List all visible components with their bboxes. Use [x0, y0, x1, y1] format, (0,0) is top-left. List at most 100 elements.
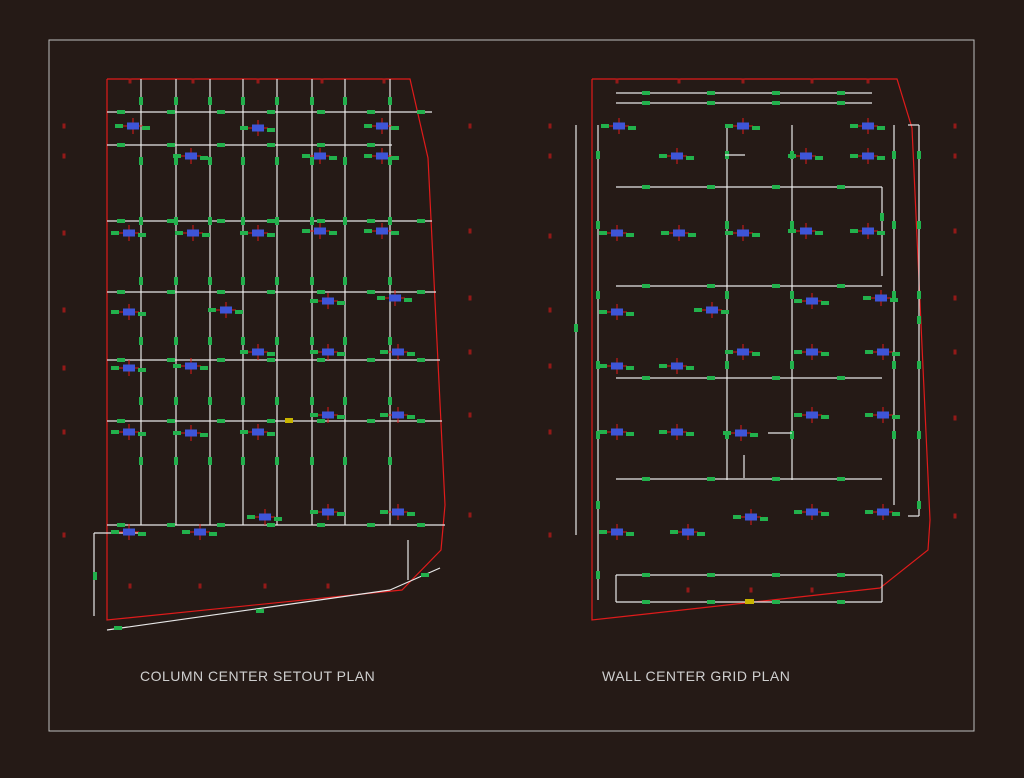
dimension-tag: [182, 530, 190, 534]
column-marker: [671, 428, 683, 436]
column-marker: [611, 428, 623, 436]
dimension-tag: [217, 110, 225, 114]
column-center-setout-plan: [62, 78, 472, 631]
column-marker: [314, 152, 326, 160]
dimension-tag: [837, 101, 845, 105]
dimension-tag: [139, 217, 143, 225]
dimension-tag: [725, 124, 733, 128]
dimension-tag: [138, 368, 146, 372]
grid-axis-marker: [953, 228, 957, 234]
dimension-tag: [275, 397, 279, 405]
dimension-tag: [391, 231, 399, 235]
dimension-tag: [707, 477, 715, 481]
grid-axis-marker: [62, 123, 66, 129]
dimension-tag: [707, 101, 715, 105]
dimension-tag: [752, 352, 760, 356]
dimension-tag: [388, 277, 392, 285]
dimension-tag: [364, 124, 372, 128]
highlight-tag: [745, 599, 754, 604]
grid-axis-marker: [548, 123, 552, 129]
dimension-tag: [596, 291, 600, 299]
dimension-tag: [174, 97, 178, 105]
column-marker: [187, 229, 199, 237]
grid-axis-marker: [749, 587, 753, 593]
dimension-tag: [892, 221, 896, 229]
dimension-tag: [388, 157, 392, 165]
dimension-tag: [174, 277, 178, 285]
dimension-tag: [343, 217, 347, 225]
dimension-tag: [208, 397, 212, 405]
grid-axis-marker: [468, 412, 472, 418]
dimension-tag: [686, 432, 694, 436]
dimension-tag: [917, 361, 921, 369]
dimension-tag: [815, 231, 823, 235]
dimension-tag: [209, 532, 217, 536]
dimension-tag: [337, 512, 345, 516]
dimension-tag: [707, 376, 715, 380]
dimension-tag: [707, 600, 715, 604]
column-marker: [737, 122, 749, 130]
dimension-tag: [626, 432, 634, 436]
column-marker: [252, 428, 264, 436]
dimension-tag: [388, 337, 392, 345]
dimension-tag: [267, 352, 275, 356]
grid-axis-marker: [953, 415, 957, 421]
dimension-tag: [626, 366, 634, 370]
dimension-tag: [596, 221, 600, 229]
column-marker: [185, 362, 197, 370]
dimension-tag: [917, 501, 921, 509]
dimension-tag: [626, 312, 634, 316]
column-marker: [611, 229, 623, 237]
dimension-tag: [275, 457, 279, 465]
dimension-tag: [707, 284, 715, 288]
dimension-tag: [117, 523, 125, 527]
plan-title-wall-center: WALL CENTER GRID PLAN: [602, 668, 791, 684]
dimension-tag: [310, 350, 318, 354]
grid-axis-marker: [468, 349, 472, 355]
dimension-tag: [772, 284, 780, 288]
grid-axis-marker: [548, 233, 552, 239]
dimension-tag: [391, 156, 399, 160]
dimension-tag: [890, 298, 898, 302]
dimension-tag: [877, 156, 885, 160]
dimension-tag: [139, 337, 143, 345]
dimension-tag: [367, 219, 375, 223]
dimension-tag: [138, 312, 146, 316]
column-marker: [322, 348, 334, 356]
dimension-tag: [388, 397, 392, 405]
dimension-tag: [599, 364, 607, 368]
dimension-tag: [343, 157, 347, 165]
dimension-tag: [725, 361, 729, 369]
plan-title-column-center: COLUMN CENTER SETOUT PLAN: [140, 668, 376, 684]
dimension-tag: [275, 97, 279, 105]
dimension-tag: [114, 626, 122, 630]
dimension-tag: [642, 284, 650, 288]
dimension-tag: [317, 419, 325, 423]
dimension-tag: [599, 310, 607, 314]
dimension-tag: [240, 430, 248, 434]
grid-axis-marker: [468, 295, 472, 301]
dimension-tag: [200, 156, 208, 160]
dimension-tag: [310, 217, 314, 225]
grid-axis-marker: [62, 153, 66, 159]
dimension-tag: [174, 157, 178, 165]
grid-axis-marker: [468, 512, 472, 518]
dimension-tag: [723, 431, 731, 435]
dimension-tag: [790, 431, 794, 439]
dimension-tag: [174, 397, 178, 405]
dimension-tag: [694, 308, 702, 312]
dimension-tag: [407, 512, 415, 516]
dimension-tag: [790, 291, 794, 299]
dimension-tag: [790, 361, 794, 369]
column-marker: [376, 122, 388, 130]
dimension-tag: [117, 419, 125, 423]
column-marker: [392, 508, 404, 516]
grid-axis-marker: [741, 78, 745, 84]
dimension-tag: [310, 299, 318, 303]
dimension-tag: [725, 350, 733, 354]
dimension-tag: [317, 110, 325, 114]
column-marker: [123, 229, 135, 237]
dimension-tag: [329, 156, 337, 160]
dimension-tag: [275, 337, 279, 345]
